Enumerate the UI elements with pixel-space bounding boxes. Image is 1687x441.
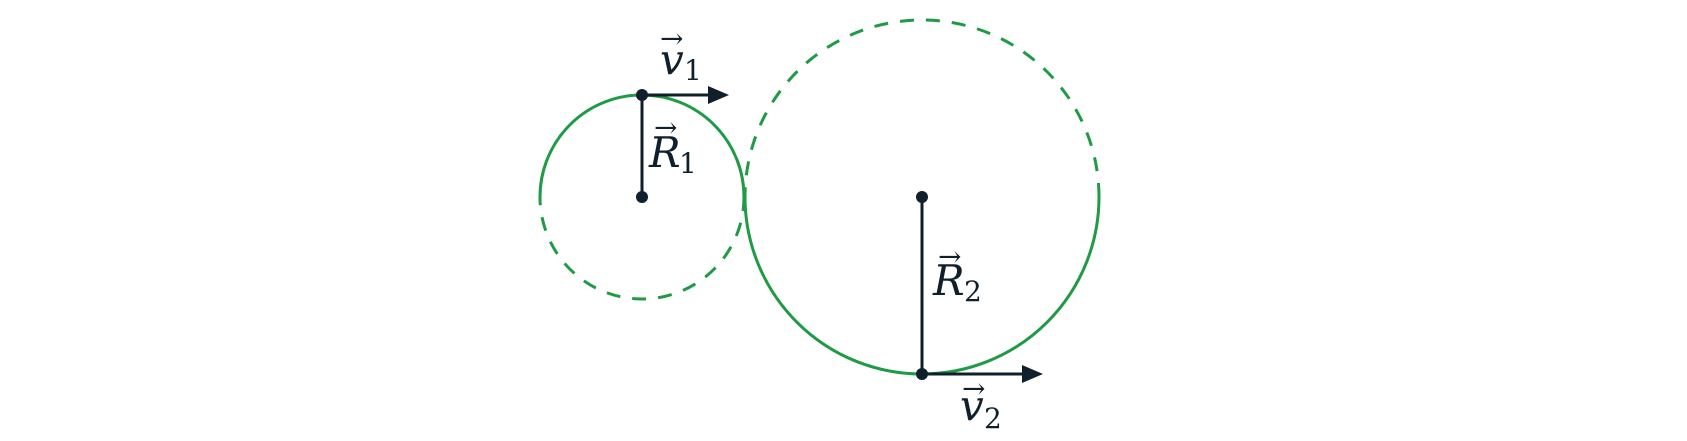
label-v1-symbol: v: [660, 35, 684, 84]
label-r1-subscript: 1: [679, 147, 697, 180]
label-v2-symbol: v: [960, 381, 984, 430]
small-circle-center-dot: [636, 191, 648, 203]
small-circle-top-dot: [636, 89, 648, 101]
velocity-v2-arrowhead: [1022, 365, 1043, 383]
label-r1-arrow: →: [654, 111, 677, 144]
label-v1: → v 1: [660, 22, 702, 87]
label-v1-arrow: →: [660, 22, 683, 55]
label-v1-subscript: 1: [684, 54, 702, 87]
label-r1: → R 1: [648, 111, 697, 180]
velocity-v1-arrowhead: [708, 86, 729, 104]
small-circle-dashed-arc: [538, 196, 746, 301]
large-circle-center-dot: [916, 191, 928, 203]
large-circle-dashed-arc: [743, 18, 1101, 198]
label-r2: → R 2: [932, 240, 982, 308]
label-r2-subscript: 2: [964, 275, 982, 308]
label-v2-subscript: 2: [984, 402, 1002, 435]
label-r2-arrow: →: [938, 240, 961, 273]
large-circle-bottom-dot: [916, 368, 928, 380]
label-r2-symbol: R: [932, 256, 965, 305]
label-r1-symbol: R: [648, 128, 681, 177]
label-v2: → v 2: [960, 372, 1002, 435]
label-v2-arrow: →: [962, 372, 985, 405]
